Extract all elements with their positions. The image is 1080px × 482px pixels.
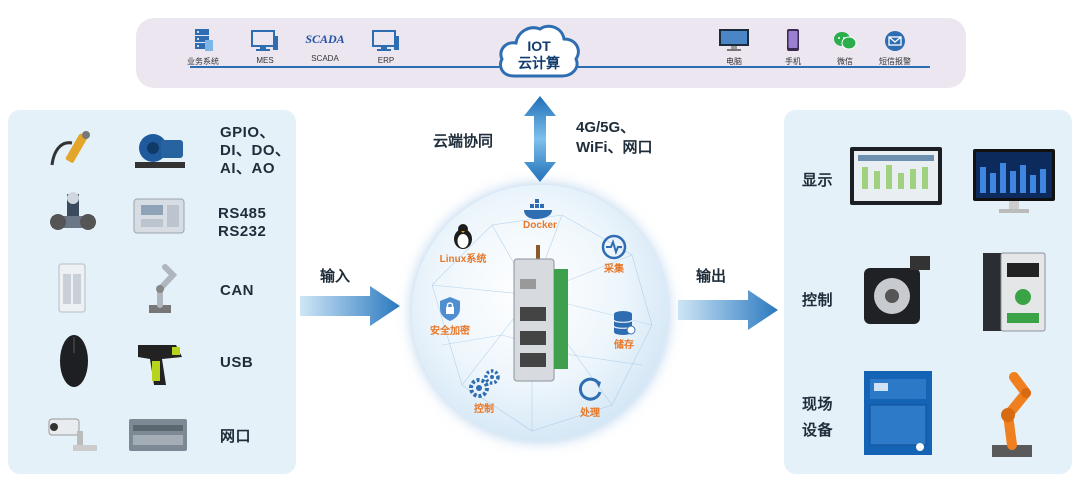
business-system-item: 业务系统 bbox=[168, 28, 238, 67]
can-label: CAN bbox=[220, 282, 254, 299]
collection-feature: 采集 bbox=[594, 234, 634, 275]
flowmeter-icon bbox=[44, 190, 102, 240]
computer-label: 电脑 bbox=[726, 57, 742, 66]
mouse-icon bbox=[52, 330, 96, 392]
iot-cloud-label: IOT 云计算 bbox=[518, 38, 560, 71]
output-arrow bbox=[678, 290, 778, 330]
server-icon bbox=[168, 28, 238, 52]
storage-server-icon bbox=[50, 260, 94, 316]
storage-feature: 储存 bbox=[604, 310, 644, 351]
output-label: 输出 bbox=[696, 268, 727, 285]
linux-feature: Linux系统 bbox=[428, 222, 498, 265]
docker-icon bbox=[514, 198, 566, 220]
security-encryption-feature: 安全加密 bbox=[424, 296, 476, 337]
phone-item: 手机 bbox=[758, 28, 828, 67]
sensor-icon bbox=[44, 124, 102, 174]
mail-icon bbox=[860, 28, 930, 52]
barcode-scanner-icon bbox=[130, 332, 190, 394]
gears-icon bbox=[462, 368, 506, 400]
sms-alarm-label: 短信报警 bbox=[879, 57, 911, 66]
database-icon bbox=[604, 310, 644, 336]
dashboard-monitor-icon bbox=[970, 146, 1058, 216]
erp-label: ERP bbox=[377, 56, 395, 65]
usb-label: USB bbox=[220, 354, 254, 371]
monitor-icon bbox=[230, 28, 300, 52]
inverter-drive-icon bbox=[976, 248, 1052, 336]
cloud-sync-double-arrow bbox=[524, 96, 556, 182]
mes-label: MES bbox=[256, 56, 274, 65]
mes-item: MES bbox=[230, 28, 300, 65]
control-feature: 控制 bbox=[462, 368, 506, 415]
pump-icon bbox=[130, 124, 190, 174]
robot-arm-icon bbox=[132, 258, 188, 316]
linux-tux-icon bbox=[428, 222, 498, 250]
data-collection-icon bbox=[594, 234, 634, 260]
hmi-panel-icon bbox=[846, 144, 946, 208]
desktop-icon bbox=[699, 28, 769, 52]
gpio-label: GPIO、 DI、DO、 AI、AO bbox=[220, 124, 291, 177]
display-label: 显示 bbox=[802, 172, 834, 189]
ethernet-label: 网口 bbox=[220, 428, 252, 445]
scada-item: SCADA SCADA bbox=[290, 28, 360, 64]
wechat-icon bbox=[810, 28, 880, 52]
control-label: 控制 bbox=[802, 292, 834, 309]
edge-gateway-device bbox=[513, 245, 568, 382]
field-devices-label: 现场 设备 bbox=[802, 396, 834, 439]
input-label: 输入 bbox=[320, 268, 351, 285]
input-arrow bbox=[300, 286, 400, 326]
plc-module-icon bbox=[126, 410, 190, 460]
monitor-icon bbox=[351, 28, 421, 52]
serial-label: RS485 RS232 bbox=[218, 205, 267, 240]
docker-feature: Docker bbox=[514, 198, 566, 231]
scada-logo: SCADA bbox=[305, 31, 345, 46]
network-label: 4G/5G、 WiFi、网口 bbox=[576, 119, 653, 156]
processing-feature: 处理 bbox=[568, 374, 612, 419]
phone-label: 手机 bbox=[785, 57, 801, 66]
sms-alarm-item: 短信报警 bbox=[860, 28, 930, 67]
wechat-label: 微信 bbox=[837, 57, 853, 66]
shield-lock-icon bbox=[424, 296, 476, 322]
servo-motor-icon bbox=[852, 250, 942, 334]
refresh-cycle-icon bbox=[568, 374, 612, 404]
computer-item: 电脑 bbox=[699, 28, 769, 67]
business-system-label: 业务系统 bbox=[187, 57, 219, 66]
iot-cloud-icon bbox=[499, 24, 580, 78]
cloud-sync-label: 云端协同 bbox=[433, 133, 494, 150]
camera-icon bbox=[42, 408, 102, 460]
air-compressor-icon bbox=[856, 366, 940, 460]
industrial-robot-icon bbox=[972, 366, 1052, 460]
electric-meter-icon bbox=[128, 190, 190, 240]
input-devices-panel bbox=[8, 110, 296, 474]
wechat-item: 微信 bbox=[810, 28, 880, 67]
phone-icon bbox=[758, 28, 828, 52]
erp-item: ERP bbox=[351, 28, 421, 65]
scada-label: SCADA bbox=[311, 54, 339, 63]
